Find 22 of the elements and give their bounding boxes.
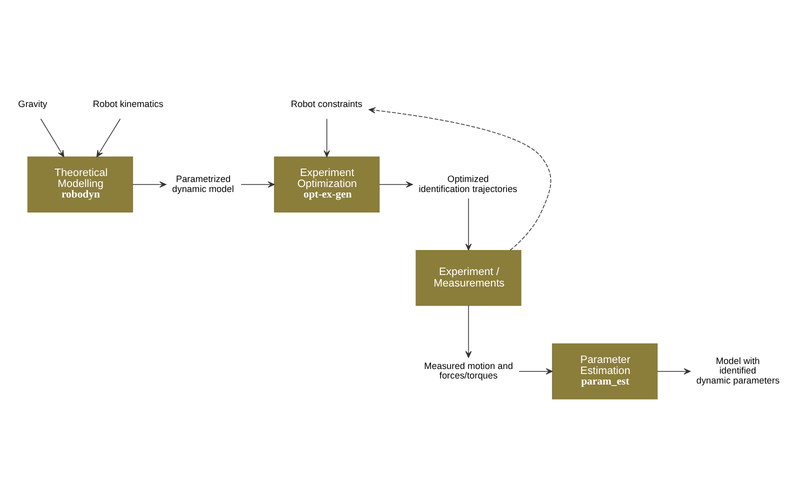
node-box: Parameter Estimation param_est	[552, 343, 658, 400]
node-text: Model with identified dynamic parameters	[696, 356, 780, 386]
node-text: Robot kinematics	[92, 99, 164, 110]
arrow	[518, 368, 553, 374]
node-box: Experiment / Measurements	[416, 250, 522, 306]
node-text: Optimized identification trajectories	[418, 174, 518, 194]
arrow	[96, 118, 121, 158]
arrow	[465, 198, 472, 250]
node-box: Theoretical Modelling robodyn	[27, 156, 134, 212]
arrow	[132, 181, 166, 188]
node-text: Parametrized dynamic model	[172, 174, 234, 194]
node-text: Gravity	[18, 99, 48, 110]
arrow	[324, 118, 330, 158]
node-text: Measured motion and forces/torques	[424, 360, 513, 381]
node-text: Robot constraints	[290, 99, 362, 110]
arrow	[657, 368, 691, 374]
arrow	[368, 107, 552, 251]
arrow	[40, 118, 64, 158]
arrow	[379, 181, 413, 188]
arrow	[465, 305, 472, 358]
arrow	[240, 181, 275, 188]
node-box: Experiment Optimization opt-ex-gen	[274, 156, 380, 212]
